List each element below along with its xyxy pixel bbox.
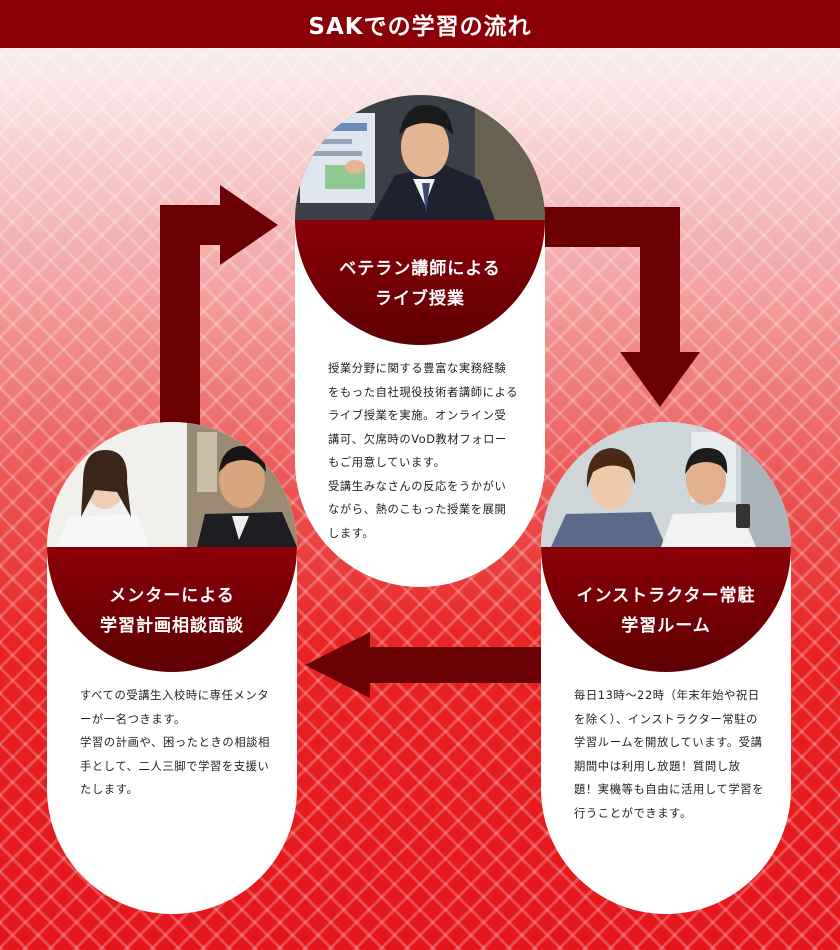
flow-arrow-left-to-top [160,185,278,442]
photo-study-room [541,422,791,547]
step-title-line2: 学習ルーム [621,616,711,636]
step-description: 授業分野に関する豊富な実務経験をもった自社現役技術者講師によるライブ授業を実施。… [328,362,519,540]
step-title-line2: ライブ授業 [375,289,465,309]
step-title-line2: 学習計画相談面談 [100,616,244,636]
step-description: 毎日13時～22時（年末年始や祝日を除く）、インストラクター常駐の学習ルームを開… [574,689,765,820]
step-caption-mentor-consultation: メンターによる 学習計画相談面談 [47,547,297,672]
step-caption-live-lecture: ベテラン講師による ライブ授業 [295,220,545,345]
photo-mentor-meeting [47,422,297,547]
step-card-mentor-consultation: メンターによる 学習計画相談面談 すべての受講生入校時に専任メンターが一名つきま… [47,422,297,914]
step-title-line1: インストラクター常駐 [576,586,756,606]
step-description: すべての受講生入校時に専任メンターが一名つきます。 学習の計画や、困ったときの相… [80,689,271,796]
section-title: SAKでの学習の流れ [308,14,532,40]
section-header: SAKでの学習の流れ [0,0,840,48]
step-caption-study-room: インストラクター常駐 学習ルーム [541,547,791,672]
flow-arrow-right-to-left [305,632,545,698]
step-card-study-room: インストラクター常駐 学習ルーム 毎日13時～22時（年末年始や祝日を除く）、イ… [541,422,791,914]
flow-arrow-top-to-right [540,207,700,407]
photo-instructor-teaching [295,95,545,220]
step-card-live-lecture: ベテラン講師による ライブ授業 授業分野に関する豊富な実務経験をもった自社現役技… [295,95,545,587]
step-title-line1: メンターによる [109,586,235,606]
step-title-line1: ベテラン講師による [339,259,501,279]
